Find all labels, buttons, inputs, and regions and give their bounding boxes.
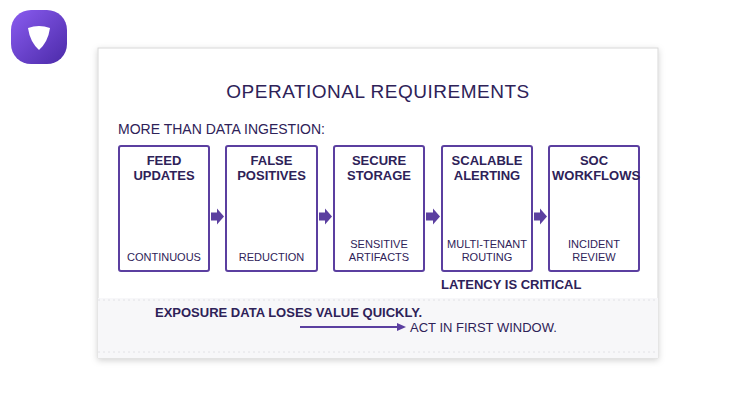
flow-arrow (211, 209, 224, 225)
process-box: SOC WORKFLOWS INCIDENT REVIEW (548, 145, 640, 272)
process-box: FALSE POSITIVES REDUCTION (225, 145, 318, 272)
note-label: ACT IN FIRST WINDOW. (410, 320, 557, 335)
note-label: LATENCY IS CRITICAL (441, 277, 581, 292)
napkin (98, 48, 658, 358)
flow-arrow (534, 209, 547, 225)
note-label: EXPOSURE DATA LOSES VALUE QUICKLY. (155, 305, 422, 320)
note-label: MORE THAN DATA INGESTION: (118, 121, 325, 137)
flow-arrow (426, 209, 440, 225)
box-subtitle: MULTI-TENANT ROUTING (445, 238, 529, 264)
box-subtitle: SENSITIVE ARTIFACTS (337, 238, 421, 264)
box-heading: FALSE POSITIVES (229, 153, 314, 183)
process-box: SCALABLE ALERTING MULTI-TENANT ROUTING (441, 145, 533, 272)
diagram-title: OPERATIONAL REQUIREMENTS (98, 81, 658, 103)
box-heading: SCALABLE ALERTING (445, 153, 529, 183)
box-heading: SOC WORKFLOWS (552, 153, 636, 183)
flow-arrow (319, 209, 332, 225)
process-box: FEED UPDATES CONTINUOUS (118, 145, 210, 272)
box-heading: SECURE STORAGE (337, 153, 421, 183)
box-subtitle: INCIDENT REVIEW (552, 238, 636, 264)
process-box: SECURE STORAGE SENSITIVE ARTIFACTS (333, 145, 425, 272)
box-subtitle: REDUCTION (229, 251, 314, 264)
logo (11, 10, 67, 64)
box-subtitle: CONTINUOUS (122, 251, 206, 264)
window-arrow (300, 323, 406, 331)
box-heading: FEED UPDATES (122, 153, 206, 183)
